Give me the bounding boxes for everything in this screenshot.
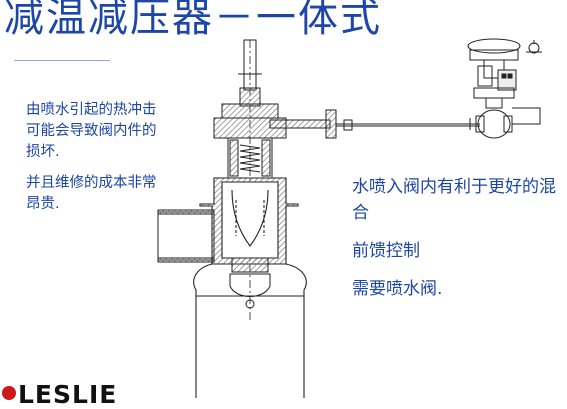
company-logo: LESLIE xyxy=(0,380,170,409)
left-notes: 由喷水引起的热冲击可能会导致阀内件的损坏. 并且维修的成本非常昂贵. xyxy=(26,100,166,225)
right-point-spray-valve: 需要喷水阀. xyxy=(352,279,443,299)
left-note-damage: 由喷水引起的热冲击可能会导致阀内件的损坏. xyxy=(26,102,157,160)
valve-plug xyxy=(229,257,271,309)
slide-title: 减温减压器－一体式 xyxy=(4,0,382,41)
logo-text: LESLIE xyxy=(18,380,118,409)
inlet-pipe xyxy=(157,209,215,263)
outlet-body xyxy=(193,263,307,398)
title-underline xyxy=(14,60,110,61)
valve-cross-section-diagram xyxy=(157,38,542,398)
bonnet xyxy=(213,103,287,179)
logo-dot xyxy=(2,386,16,400)
packing-spring xyxy=(239,144,261,173)
spray-valve-actuator xyxy=(467,38,542,139)
valve-body xyxy=(199,177,299,265)
right-points: 水喷入阀内有利于更好的混合 前馈控制 需要喷水阀. xyxy=(352,174,564,314)
spray-water-pipe xyxy=(269,109,480,139)
right-point-mixing: 水喷入阀内有利于更好的混合 xyxy=(352,177,556,223)
right-point-feedforward: 前馈控制 xyxy=(352,241,420,261)
left-note-cost: 并且维修的成本非常昂贵. xyxy=(26,175,157,212)
